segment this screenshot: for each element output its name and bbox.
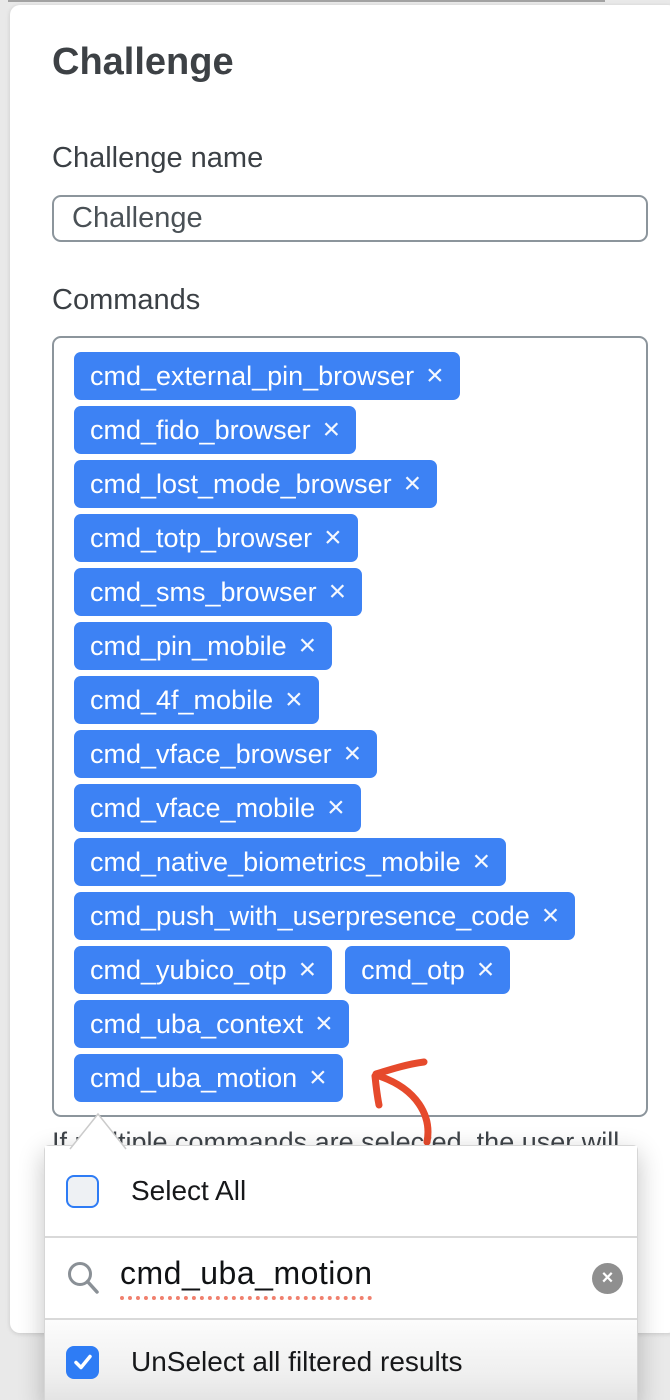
chip-row: cmd_vface_mobile ×: [74, 784, 626, 832]
chip-row: cmd_yubico_otp × cmd_otp ×: [74, 946, 626, 994]
command-chip-label: cmd_sms_browser: [90, 576, 317, 607]
chip-row: cmd_4f_mobile ×: [74, 676, 626, 724]
unselect-filtered-checkbox[interactable]: [66, 1345, 99, 1379]
chip-remove-icon[interactable]: ×: [322, 413, 341, 446]
chip-row: cmd_native_biometrics_mobile ×: [74, 838, 626, 886]
chip-row: cmd_vface_browser ×: [74, 730, 626, 778]
command-chip-label: cmd_native_biometrics_mobile: [90, 846, 461, 877]
search-icon: [68, 1262, 99, 1294]
chip-row: cmd_totp_browser ×: [74, 514, 626, 562]
select-all-checkbox[interactable]: [66, 1174, 99, 1208]
chip-remove-icon[interactable]: ×: [309, 1061, 327, 1094]
chip-remove-icon[interactable]: ×: [403, 467, 422, 500]
chip-remove-icon[interactable]: ×: [324, 521, 342, 554]
command-chip[interactable]: cmd_4f_mobile ×: [74, 676, 319, 724]
commands-dropdown: Select All cmd_uba_motion × UnSelect all…: [44, 1145, 638, 1400]
search-row[interactable]: cmd_uba_motion ×: [45, 1238, 637, 1318]
command-chip-label: cmd_uba_context: [90, 1008, 304, 1039]
command-chip-label: cmd_push_with_userpresence_code: [90, 900, 530, 931]
chip-remove-icon[interactable]: ×: [285, 683, 303, 716]
command-chip[interactable]: cmd_vface_mobile ×: [74, 784, 361, 832]
chip-row: cmd_uba_motion ×: [74, 1054, 626, 1102]
commands-chip-rows: cmd_external_pin_browser×cmd_fido_browse…: [74, 352, 626, 1102]
chip-row: cmd_fido_browser ×: [74, 406, 626, 454]
commands-label: Commands: [52, 284, 201, 316]
command-chip[interactable]: cmd_native_biometrics_mobile ×: [74, 838, 507, 886]
command-chip-label: cmd_4f_mobile: [90, 684, 274, 715]
command-chip[interactable]: cmd_otp ×: [345, 946, 511, 994]
search-input[interactable]: cmd_uba_motion: [120, 1255, 373, 1301]
divider: [45, 1236, 637, 1238]
command-chip-label: cmd_pin_mobile: [90, 630, 287, 661]
checkmark-icon: [73, 1354, 92, 1370]
chip-row: cmd_sms_browser ×: [74, 568, 626, 616]
select-all-option[interactable]: Select All: [45, 1146, 637, 1236]
challenge-name-value: Challenge: [72, 202, 203, 234]
command-chip-label: cmd_uba_motion: [90, 1062, 298, 1093]
chip-remove-icon[interactable]: ×: [476, 953, 495, 986]
chip-remove-icon[interactable]: ×: [472, 845, 491, 878]
chip-remove-icon[interactable]: ×: [426, 359, 444, 392]
chip-row: cmd_lost_mode_browser ×: [74, 460, 626, 508]
challenge-card: Challenge Challenge name Challenge Comma…: [10, 5, 670, 1333]
chip-row: cmd_uba_context ×: [74, 1000, 626, 1048]
command-chip-label: cmd_otp: [361, 954, 465, 985]
select-all-label: Select All: [131, 1175, 247, 1206]
command-chip[interactable]: cmd_vface_browser ×: [74, 730, 378, 778]
command-chip[interactable]: cmd_yubico_otp ×: [74, 946, 333, 994]
chip-row: cmd_pin_mobile ×: [74, 622, 626, 670]
command-chip[interactable]: cmd_sms_browser ×: [74, 568, 363, 616]
command-chip-label: cmd_yubico_otp: [90, 954, 287, 985]
clear-icon: ×: [601, 1266, 614, 1289]
command-chip-label: cmd_vface_browser: [90, 738, 332, 769]
chip-remove-icon[interactable]: ×: [328, 575, 347, 608]
command-chip-label: cmd_vface_mobile: [90, 792, 316, 823]
chip-remove-icon[interactable]: ×: [298, 629, 317, 662]
command-chip[interactable]: cmd_totp_browser ×: [74, 514, 358, 562]
chip-remove-icon[interactable]: ×: [327, 791, 345, 824]
unselect-filtered-option[interactable]: UnSelect all filtered results: [45, 1320, 637, 1400]
challenge-name-label: Challenge name: [52, 142, 264, 174]
chip-remove-icon[interactable]: ×: [541, 899, 560, 932]
command-chip[interactable]: cmd_external_pin_browser ×: [74, 352, 460, 400]
unselect-filtered-label: UnSelect all filtered results: [131, 1346, 463, 1377]
chip-row: cmd_external_pin_browser ×: [74, 352, 626, 400]
chip-remove-icon[interactable]: ×: [298, 953, 317, 986]
command-chip-label: cmd_totp_browser: [90, 522, 313, 553]
command-chip-label: cmd_lost_mode_browser: [90, 468, 392, 499]
command-chip[interactable]: cmd_uba_context ×: [74, 1000, 349, 1048]
command-chip[interactable]: cmd_pin_mobile ×: [74, 622, 333, 670]
chip-row: cmd_push_with_userpresence_code ×: [74, 892, 626, 940]
command-chip[interactable]: cmd_push_with_userpresence_code ×: [74, 892, 576, 940]
command-chip-label: cmd_external_pin_browser: [90, 360, 415, 391]
challenge-name-input[interactable]: Challenge: [52, 195, 648, 242]
commands-multiselect[interactable]: cmd_external_pin_browser×cmd_fido_browse…: [52, 336, 648, 1117]
chip-remove-icon[interactable]: ×: [315, 1007, 333, 1040]
command-chip[interactable]: cmd_uba_motion ×: [74, 1054, 343, 1102]
command-chip[interactable]: cmd_fido_browser ×: [74, 406, 357, 454]
command-chip-label: cmd_fido_browser: [90, 414, 311, 445]
page-title: Challenge: [52, 41, 234, 83]
command-chip[interactable]: cmd_lost_mode_browser ×: [74, 460, 438, 508]
clear-search-button[interactable]: ×: [592, 1262, 623, 1294]
window-top-edge: [8, 0, 605, 2]
divider: [45, 1318, 637, 1320]
chip-remove-icon[interactable]: ×: [343, 737, 362, 770]
